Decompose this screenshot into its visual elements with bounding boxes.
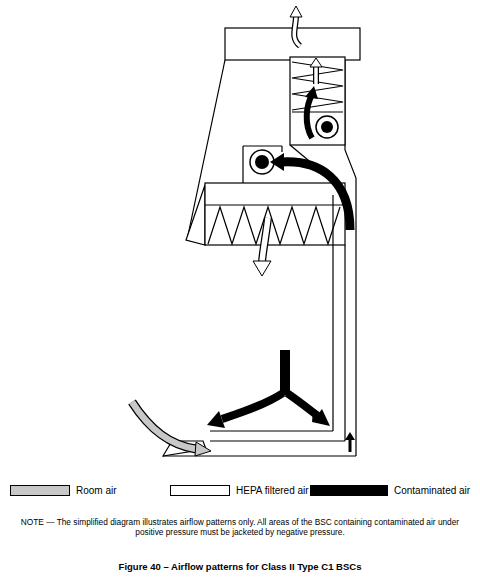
return-plenum: [344, 245, 345, 441]
note: NOTE — The simplified diagram illustrate…: [20, 517, 460, 537]
supply-blower: [255, 155, 269, 169]
cabinet-back: [345, 60, 356, 456]
exhaust-arrow: [294, 16, 300, 46]
supply-filter: [208, 207, 340, 244]
arrowhead: [345, 432, 355, 440]
contaminated-arrow: [282, 162, 350, 230]
exhaust-blower: [316, 116, 338, 138]
arrowhead: [305, 86, 318, 99]
sash: [186, 185, 205, 245]
legend-swatch: [10, 485, 70, 496]
downflow-arrow: [262, 218, 268, 262]
return-arrow: [349, 440, 352, 452]
exhaust-arrow: [314, 66, 318, 84]
supply-filter-housing: [205, 183, 345, 245]
exhaust-blower: [321, 121, 333, 133]
room-air-arrow: [132, 402, 196, 449]
blower-housing: [281, 146, 282, 152]
legend-label: Room air: [76, 484, 117, 497]
blower-housing: [243, 145, 282, 146]
exhaust-filter: [292, 62, 343, 110]
exhaust-arrow: [307, 95, 312, 138]
blower-housing: [242, 146, 243, 183]
exhaust-arrow: [294, 16, 300, 46]
arrowhead: [310, 58, 322, 67]
arrowhead: [312, 409, 330, 426]
return-plenum: [332, 195, 333, 431]
split-arrow: [280, 350, 290, 395]
exhaust-arrow: [313, 66, 319, 84]
filter-edge: [205, 204, 345, 205]
arrowhead: [270, 153, 284, 171]
arrowhead: [253, 261, 271, 276]
work-surface: [210, 430, 333, 431]
downflow-arrow: [262, 218, 268, 262]
split-arrow: [222, 393, 283, 419]
arrowhead: [312, 410, 329, 425]
arrowhead: [207, 411, 225, 428]
work-surface: [210, 440, 345, 441]
room-air-arrow: [132, 402, 196, 449]
legend-swatch: [170, 485, 230, 496]
legend-label: Contaminated air: [394, 484, 470, 497]
exhaust-filter-housing: [290, 57, 345, 145]
figure-caption: Figure 40 – Airflow patterns for Class I…: [10, 561, 470, 573]
legend-label: HEPA filtered air: [236, 484, 309, 497]
arrowhead: [195, 442, 211, 456]
filter-edge: [292, 111, 343, 112]
arrowhead: [290, 6, 302, 17]
legend-swatch: [310, 485, 388, 496]
split-arrow: [281, 351, 289, 395]
cabinet-base: [163, 455, 356, 456]
